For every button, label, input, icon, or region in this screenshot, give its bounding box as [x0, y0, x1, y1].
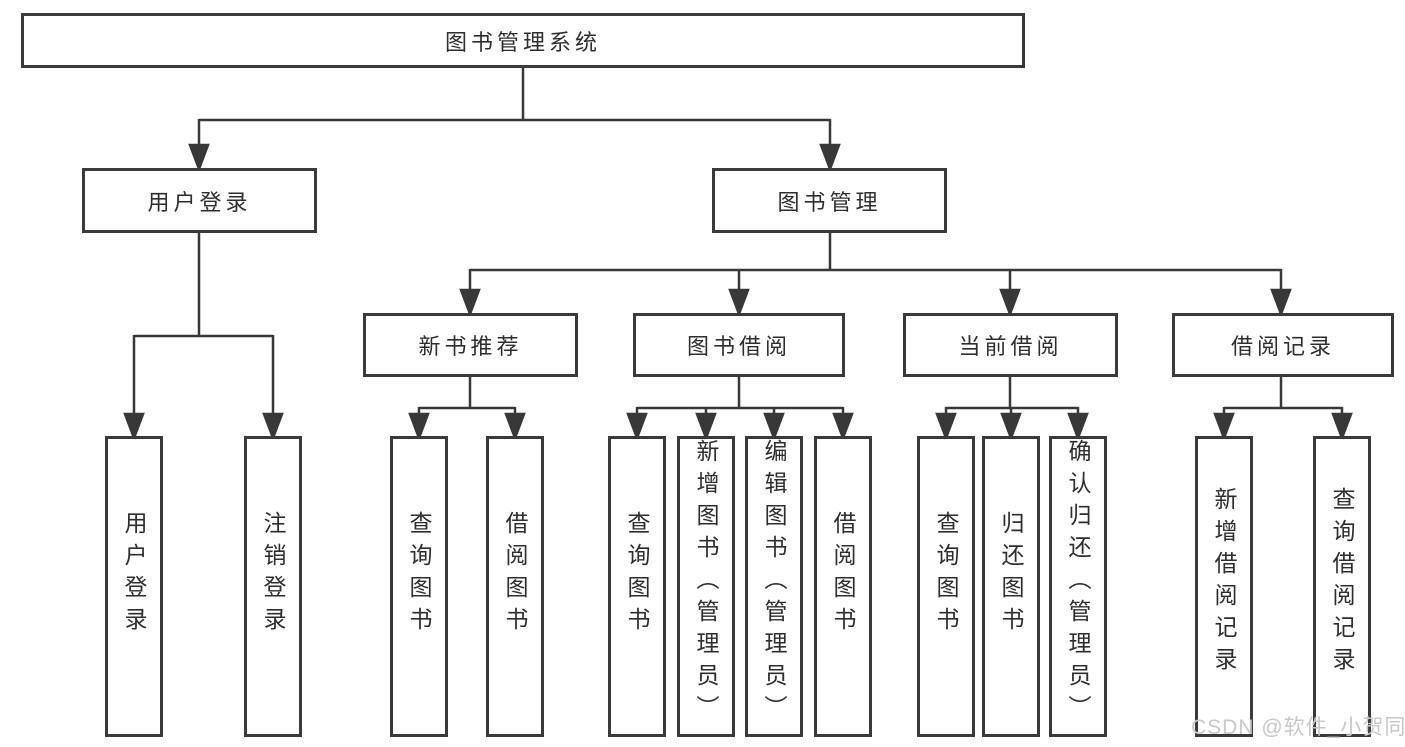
node-nb-borrow-book: 借阅图书: [486, 436, 544, 737]
node-book-management: 图书管理: [712, 168, 947, 233]
node-bb-edit-book-admin: 编辑图书（管理员）: [745, 436, 803, 737]
node-label: 借阅图书: [502, 510, 528, 639]
node-label: 查询图书: [624, 510, 650, 639]
node-label: 确认归还（管理员）: [1065, 438, 1091, 727]
node-label: 用户登录: [121, 510, 147, 639]
arrow-down-icon: [1270, 288, 1292, 318]
node-br-add-record: 新增借阅记录: [1195, 436, 1253, 737]
node-br-query-record: 查询借阅记录: [1313, 436, 1371, 737]
connector-root-to-children: [188, 68, 841, 173]
node-label: 新增借阅记录: [1211, 486, 1237, 679]
arrow-down-icon: [1000, 412, 1022, 442]
node-label: 注销登录: [260, 510, 286, 639]
node-cb-return-book: 归还图书: [982, 436, 1040, 737]
csdn-watermark: CSDN @软件_小贺同学: [1191, 716, 1405, 739]
connector-borrow-records-to-children: [1213, 377, 1353, 442]
node-cb-confirm-return-admin: 确认归还（管理员）: [1049, 436, 1107, 737]
node-cb-query-book: 查询图书: [917, 436, 975, 737]
connector-new-book-recommend-to-children: [408, 377, 526, 442]
node-current-borrow: 当前借阅: [903, 313, 1118, 377]
arrow-down-icon: [188, 143, 210, 173]
arrow-down-icon: [1213, 412, 1235, 442]
node-user-login-action: 用户登录: [105, 436, 163, 737]
node-label: 借阅图书: [830, 510, 856, 639]
node-bb-add-book-admin: 新增图书（管理员）: [677, 436, 735, 737]
arrow-down-icon: [763, 412, 785, 442]
arrow-down-icon: [832, 412, 854, 442]
arrow-down-icon: [1067, 412, 1089, 442]
arrow-down-icon: [935, 412, 957, 442]
arrow-down-icon: [408, 412, 430, 442]
arrow-down-icon: [999, 288, 1021, 318]
arrow-down-icon: [1331, 412, 1353, 442]
node-label: 新增图书（管理员）: [693, 438, 719, 727]
node-nb-query-book: 查询图书: [390, 436, 448, 737]
node-label: 归还图书: [998, 510, 1024, 639]
node-label: 查询借阅记录: [1329, 486, 1355, 679]
arrow-down-icon: [695, 412, 717, 442]
node-label: 查询图书: [933, 510, 959, 639]
arrow-down-icon: [262, 412, 284, 442]
node-logout-action: 注销登录: [244, 436, 302, 737]
node-label: 编辑图书（管理员）: [761, 438, 787, 727]
node-bb-borrow-book: 借阅图书: [814, 436, 872, 737]
arrow-down-icon: [626, 412, 648, 442]
node-label: 查询图书: [406, 510, 432, 639]
arrow-down-icon: [123, 412, 145, 442]
node-user-login: 用户登录: [82, 168, 317, 233]
node-borrow-records: 借阅记录: [1172, 313, 1394, 377]
node-bb-query-book: 查询图书: [608, 436, 666, 737]
connector-book-management-to-children: [459, 233, 1292, 318]
arrow-down-icon: [459, 288, 481, 318]
arrow-down-icon: [504, 412, 526, 442]
arrow-down-icon: [728, 288, 750, 318]
connector-current-borrow-to-children: [935, 377, 1089, 442]
node-root: 图书管理系统: [21, 13, 1025, 68]
node-book-borrow: 图书借阅: [633, 313, 845, 377]
connector-user-login-to-children: [123, 233, 284, 442]
node-new-book-recommend: 新书推荐: [363, 313, 578, 377]
arrow-down-icon: [819, 143, 841, 173]
connector-book-borrow-to-children: [626, 377, 854, 442]
